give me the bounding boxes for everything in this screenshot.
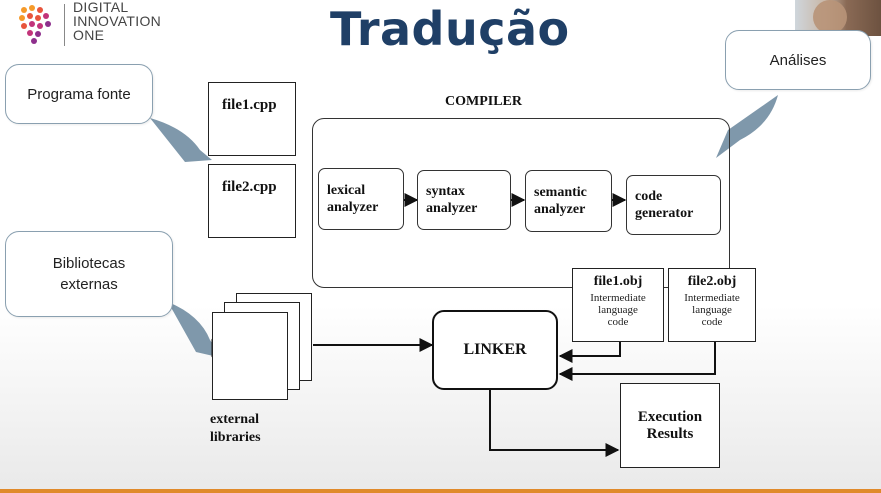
compiler-label: COMPILER	[445, 94, 522, 109]
object-file-2-desc-2: language	[692, 304, 732, 316]
source-file-2: file2.cpp	[208, 164, 296, 238]
callout-arrow-libraries	[168, 302, 222, 358]
callout-analyses: Análises	[725, 30, 871, 90]
object-file-2-desc: Intermediate language code	[669, 292, 755, 328]
callout-source-text: Programa fonte	[27, 85, 131, 103]
arrow-obj2-linker	[558, 342, 716, 381]
object-file-2-desc-1: Intermediate	[684, 292, 740, 304]
stage-semantic-line-2: analyzer	[534, 202, 586, 217]
object-file-1-name: file1.obj	[593, 274, 643, 289]
object-file-1-desc-1: Intermediate	[590, 292, 646, 304]
callout-arrow-source	[150, 118, 212, 162]
object-file-1-desc-2: language	[598, 304, 638, 316]
stage-semantic-line-1: semantic	[534, 185, 587, 200]
brand-divider	[64, 4, 65, 46]
object-file-1: file1.obj Intermediate language code	[572, 268, 664, 342]
callout-libraries-line-2: externas	[60, 276, 118, 293]
libraries-label-line-1: external	[210, 412, 259, 427]
linker-box: LINKER	[432, 310, 558, 390]
stage-lexical-line-1: lexical	[327, 183, 366, 198]
object-file-1-desc-3: code	[607, 316, 629, 328]
callout-libraries-line-1: Bibliotecas	[52, 255, 126, 272]
brand-line-1: DIGITAL	[73, 0, 129, 15]
callout-analyses-text: Análises	[769, 51, 827, 69]
stage-syntax-line-2: analyzer	[426, 201, 478, 216]
results-label-line-2: Results	[646, 425, 694, 442]
stage-codegen-line-1: code	[635, 189, 663, 204]
brand-logo	[18, 2, 62, 48]
brand-text: DIGITAL INNOVATION ONE	[73, 0, 161, 42]
stage-semantic: semantic analyzer	[525, 170, 612, 232]
results-label-line-1: Execution	[637, 408, 703, 425]
object-file-2-name: file2.obj	[687, 274, 737, 289]
callout-source: Programa fonte	[5, 64, 153, 124]
source-file-2-label: file2.cpp	[222, 179, 277, 195]
callout-arrow-analyses	[716, 95, 778, 158]
library-page-1	[212, 312, 288, 400]
stage-codegen-line-2: generator	[635, 206, 694, 221]
stage-syntax: syntax analyzer	[417, 170, 511, 230]
compiler-box	[312, 118, 730, 288]
results-box: Execution Results	[620, 383, 720, 468]
object-file-2: file2.obj Intermediate language code	[668, 268, 756, 342]
source-file-1: file1.cpp	[208, 82, 296, 156]
arrow-linker-results	[489, 390, 620, 457]
logo-mark-icon	[19, 5, 51, 44]
linker-label: LINKER	[463, 341, 527, 358]
arrow-obj1-linker	[558, 342, 621, 363]
object-file-2-desc-3: code	[701, 316, 723, 328]
object-file-1-desc: Intermediate language code	[573, 292, 663, 328]
stage-syntax-line-1: syntax	[426, 184, 465, 199]
source-file-1-label: file1.cpp	[222, 97, 277, 113]
stage-lexical: lexical analyzer	[318, 168, 404, 230]
presenter-silhouette	[813, 0, 847, 34]
stage-codegen: code generator	[626, 175, 721, 235]
page-title: Tradução	[330, 2, 570, 56]
brand-line-2: INNOVATION	[73, 13, 162, 29]
bottom-accent-bar	[0, 489, 881, 493]
callout-libraries: Bibliotecas externas	[5, 231, 173, 317]
brand-line-3: ONE	[73, 27, 105, 43]
stage-lexical-line-2: analyzer	[327, 200, 379, 215]
libraries-label-line-2: libraries	[210, 430, 261, 445]
libraries-label: external libraries	[210, 411, 261, 447]
